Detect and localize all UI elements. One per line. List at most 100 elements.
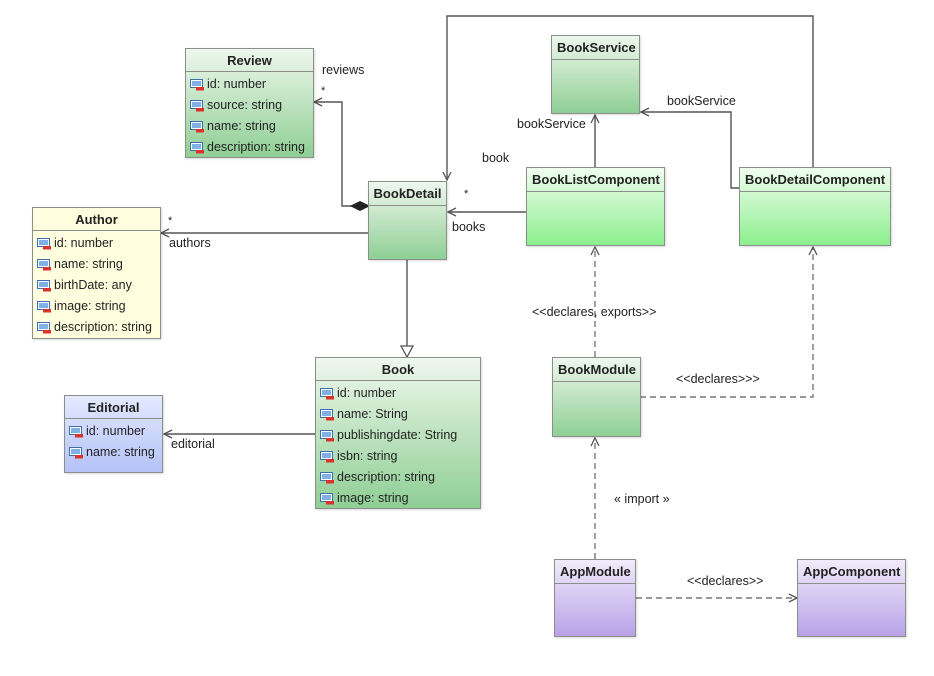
attribute-text: image: string — [54, 299, 126, 313]
attribute-text: id: number — [54, 236, 114, 250]
label-books: books — [452, 220, 486, 234]
attribute-row: id: number — [190, 74, 313, 95]
class-author-title: Author — [75, 212, 118, 227]
attribute-row: image: string — [320, 488, 480, 509]
attribute-text: description: string — [54, 320, 152, 334]
divider — [527, 191, 664, 192]
attribute-icon — [190, 78, 204, 90]
label-declares-appmodule: <<declares>> — [687, 574, 764, 588]
attribute-icon — [37, 279, 51, 291]
label-authors-multiplicity: * — [168, 215, 173, 227]
class-appcomponent[interactable]: AppComponent — [797, 559, 906, 637]
attribute-row: birthDate: any — [37, 275, 160, 296]
attribute-icon — [320, 471, 334, 483]
attribute-text: id: number — [207, 77, 267, 91]
class-review-title: Review — [227, 53, 272, 68]
attribute-icon — [37, 258, 51, 270]
attribute-text: id: number — [337, 386, 397, 400]
attribute-text: image: string — [337, 491, 409, 505]
label-declares-exports: <<declares, exports>> — [532, 305, 657, 319]
class-bookdetailcomponent-title: BookDetailComponent — [745, 172, 886, 187]
attribute-row: description: string — [190, 137, 313, 158]
class-review[interactable]: Review id: number source: string name: s… — [185, 48, 314, 158]
attribute-icon — [190, 99, 204, 111]
attribute-text: publishingdate: String — [337, 428, 458, 442]
attribute-text: name: String — [337, 407, 408, 421]
label-bookservice-detail: bookService — [667, 94, 736, 108]
class-author[interactable]: Author id: number name: string birthDate… — [32, 207, 161, 339]
class-bookdetail[interactable]: BookDetail — [368, 181, 447, 260]
class-booklistcomponent-title: BookListComponent — [532, 172, 660, 187]
attribute-text: birthDate: any — [54, 278, 132, 292]
attribute-row: image: string — [37, 296, 160, 317]
class-bookmodule-title: BookModule — [558, 362, 636, 377]
class-bookdetailcomponent[interactable]: BookDetailComponent — [739, 167, 891, 246]
attribute-row: publishingdate: String — [320, 425, 480, 446]
attribute-row: name: string — [190, 116, 313, 137]
attribute-text: id: number — [86, 424, 146, 438]
edge-bookdetail-to-review — [314, 102, 369, 207]
attribute-row: isbn: string — [320, 446, 480, 467]
attribute-text: name: string — [86, 445, 155, 459]
label-declares-bookmodule: <<declares>>> — [676, 372, 760, 386]
class-book[interactable]: Book id: number name: String publishingd… — [315, 357, 481, 509]
attribute-row: id: number — [320, 383, 480, 404]
divider — [740, 191, 890, 192]
attribute-icon — [320, 387, 334, 399]
composition-diamond — [349, 200, 371, 212]
attribute-icon — [69, 425, 83, 437]
generalization-triangle — [399, 345, 415, 359]
attribute-icon — [190, 141, 204, 153]
class-booklistcomponent[interactable]: BookListComponent — [526, 167, 665, 246]
attribute-icon — [320, 492, 334, 504]
class-book-title: Book — [381, 362, 415, 377]
attribute-text: description: string — [337, 470, 435, 484]
edge-bookmodule-to-detailcomp — [640, 247, 813, 398]
attribute-row: source: string — [190, 95, 313, 116]
divider — [555, 583, 635, 584]
class-editorial-title: Editorial — [87, 400, 140, 415]
attribute-row: name: String — [320, 404, 480, 425]
class-appcomponent-title: AppComponent — [803, 564, 901, 579]
attribute-icon — [69, 446, 83, 458]
label-bookservice-list: bookService — [517, 117, 586, 131]
class-appmodule-title: AppModule — [560, 564, 631, 579]
label-authors: authors — [169, 236, 211, 250]
attribute-icon — [320, 450, 334, 462]
attribute-icon — [320, 408, 334, 420]
attribute-icon — [320, 429, 334, 441]
attribute-text: name: string — [207, 119, 276, 133]
label-editorial: editorial — [171, 437, 215, 451]
attribute-icon — [37, 321, 51, 333]
class-bookservice[interactable]: BookService — [551, 35, 640, 114]
class-bookdetail-title: BookDetail — [373, 186, 442, 201]
attribute-row: id: number — [37, 233, 160, 254]
attribute-text: source: string — [207, 98, 283, 112]
divider — [798, 583, 905, 584]
attribute-row: name: string — [37, 254, 160, 275]
attribute-text: name: string — [54, 257, 123, 271]
attribute-row: name: string — [69, 442, 162, 463]
attribute-text: isbn: string — [337, 449, 398, 463]
attribute-text: description: string — [207, 140, 305, 154]
class-editorial[interactable]: Editorial id: number name: string — [64, 395, 163, 473]
divider — [553, 381, 640, 382]
label-reviews-multiplicity: * — [321, 85, 326, 97]
class-review-attrs: id: number source: string name: string d… — [186, 71, 313, 158]
label-books-multiplicity: * — [464, 188, 469, 200]
edge-detailcomp-to-bookservice — [641, 112, 739, 189]
class-author-attrs: id: number name: string birthDate: any i… — [33, 230, 160, 338]
label-import: « import » — [614, 492, 670, 506]
class-book-attrs: id: number name: String publishingdate: … — [316, 380, 480, 509]
divider — [552, 59, 639, 60]
class-appmodule[interactable]: AppModule — [554, 559, 636, 637]
attribute-icon — [37, 300, 51, 312]
label-reviews: reviews — [322, 63, 365, 77]
edge-detailcomp-to-bookdetail — [447, 15, 814, 180]
attribute-icon — [190, 120, 204, 132]
class-editorial-attrs: id: number name: string — [65, 418, 162, 463]
attribute-row: description: string — [320, 467, 480, 488]
class-bookmodule[interactable]: BookModule — [552, 357, 641, 437]
divider — [369, 205, 446, 206]
